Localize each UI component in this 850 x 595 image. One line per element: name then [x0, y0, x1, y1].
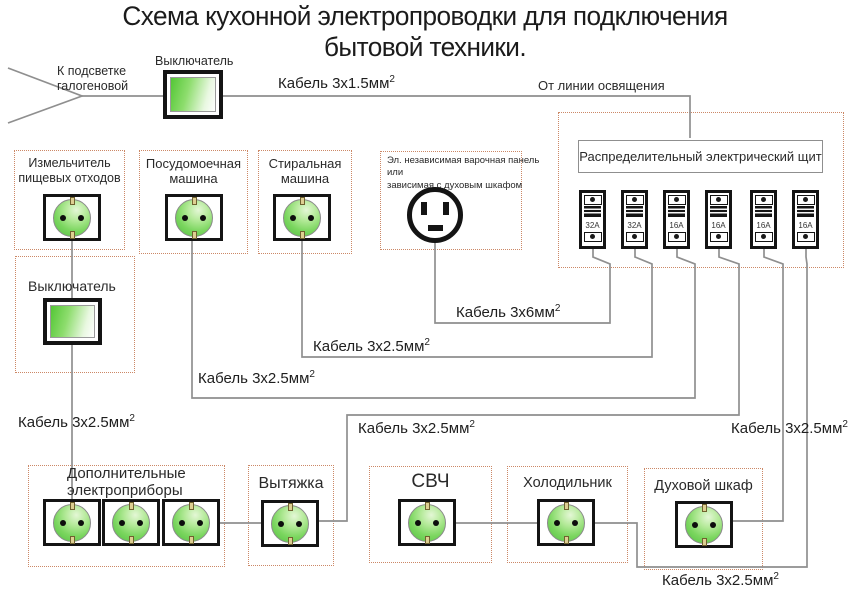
from-lighting-label: От линии освящения [538, 78, 665, 93]
panel-zone [558, 112, 844, 268]
oven-socket-icon [675, 501, 733, 548]
breaker-rating: 32A [627, 220, 642, 230]
switch-zone [15, 256, 135, 373]
superscript: 2 [424, 337, 430, 348]
grinder-label: Измельчитель пищевых отходов [18, 156, 121, 185]
breaker-screw-bottom [796, 232, 815, 242]
breaker-4-icon: 16A [705, 190, 732, 249]
halogen-label: К подсветке галогеновой [57, 64, 129, 93]
dishwasher-label: Посудомоечная машина [145, 156, 242, 187]
title-line-2: бытовой техники. [323, 32, 527, 62]
breaker-rating: 16A [756, 220, 771, 230]
hob-socket-icon [407, 187, 463, 243]
extras-socket-2-icon [102, 499, 160, 546]
breaker-screw-top [754, 194, 773, 205]
washer-label: Стиральная машина [268, 156, 342, 187]
hood-zone [248, 465, 334, 566]
superscript: 2 [469, 419, 475, 430]
breaker-6-icon: 16A [792, 190, 819, 249]
microwave-zone [369, 466, 492, 563]
grinder-switch-icon [43, 298, 102, 345]
breaker-toggle [626, 206, 643, 217]
hood-label: Вытяжка [258, 475, 324, 492]
breaker-screw-bottom [625, 232, 644, 242]
hob-zone [380, 151, 522, 250]
light-switch-icon [163, 70, 223, 119]
extras-zone [28, 465, 225, 567]
breaker-toggle [755, 206, 772, 217]
breaker-screw-bottom [667, 232, 686, 242]
breaker-rating: 16A [798, 220, 813, 230]
breaker-rating: 32A [585, 220, 600, 230]
extras-socket-1-icon [43, 499, 101, 546]
fridge-socket-icon [537, 499, 595, 546]
washer-socket-icon [273, 194, 331, 241]
breaker-toggle [710, 206, 727, 217]
oven-label: Духовой шкаф [654, 478, 753, 494]
hob-label: Эл. независимая варочная панель или зави… [387, 155, 540, 191]
breaker-5-icon: 16A [750, 190, 777, 249]
superscript: 2 [309, 369, 315, 380]
breaker-screw-top [667, 194, 686, 205]
superscript: 2 [554, 303, 561, 314]
cable-label-1-5: Кабель 3х1.5мм2 [278, 74, 395, 92]
cable-label-2-5-left: Кабель 3х2.5мм2 [18, 413, 135, 431]
dishwasher-zone [139, 150, 248, 254]
breaker-screw-top [709, 194, 728, 205]
microwave-socket-icon [398, 499, 456, 546]
breaker-rating: 16A [711, 220, 726, 230]
breaker-toggle [797, 206, 814, 217]
fridge-zone [507, 466, 628, 563]
breaker-screw-top [796, 194, 815, 205]
microwave-label: СВЧ [411, 471, 450, 492]
superscript: 2 [773, 571, 779, 582]
dishwasher-socket-icon [165, 194, 223, 241]
cable-label-2-5-bottom: Кабель 3х2.5мм2 [662, 571, 779, 589]
breaker-screw-bottom [583, 232, 602, 242]
superscript: 2 [842, 419, 848, 430]
cable-label-2-5-middle: Кабель 3х2.5мм2 [358, 419, 475, 437]
cable-label-3x6: Кабель 3х6мм2 [456, 303, 561, 321]
washer-zone [258, 150, 352, 254]
breaker-screw-bottom [709, 232, 728, 242]
breaker-2-icon: 32A [621, 190, 648, 249]
breaker-3-icon: 16A [663, 190, 690, 249]
oven-zone [644, 468, 763, 570]
breaker-toggle [584, 206, 601, 217]
superscript: 2 [389, 74, 395, 85]
title-line-1: Схема кухонной электропроводки для подкл… [122, 1, 728, 31]
breaker-screw-top [583, 194, 602, 205]
breaker-screw-bottom [754, 232, 773, 242]
breaker-toggle [668, 206, 685, 217]
cable-label-2-5-dishwasher: Кабель 3х2.5мм2 [198, 369, 315, 387]
breaker-rating: 16A [669, 220, 684, 230]
breaker-screw-top [625, 194, 644, 205]
grinder-zone [14, 150, 125, 250]
extras-socket-3-icon [162, 499, 220, 546]
extras-label: Дополнительные электроприборы [67, 465, 186, 499]
cable-label-2-5-right: Кабель 3х2.5мм2 [731, 419, 848, 437]
hood-socket-icon [261, 500, 319, 547]
superscript: 2 [129, 413, 135, 424]
panel-title: Распределительный электрический щит [578, 140, 823, 173]
cable-label-2-5-washer: Кабель 3х2.5мм2 [313, 337, 430, 355]
switch-top-label: Выключатель [155, 54, 234, 68]
grinder-socket-icon [43, 194, 101, 241]
switch-left-label: Выключатель [28, 278, 116, 294]
breaker-1-icon: 32A [579, 190, 606, 249]
page-title: Схема кухонной электропроводки для подкл… [13, 3, 838, 61]
fridge-label: Холодильник [523, 475, 612, 491]
